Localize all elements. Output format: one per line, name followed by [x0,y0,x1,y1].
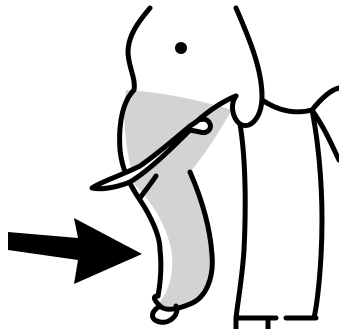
ear-outline [233,8,262,126]
eye-icon [175,42,187,54]
body-outline [262,88,339,112]
arrow-right-icon [8,218,142,284]
back-leg-outline [312,110,322,318]
front-leg-outline [236,124,276,318]
